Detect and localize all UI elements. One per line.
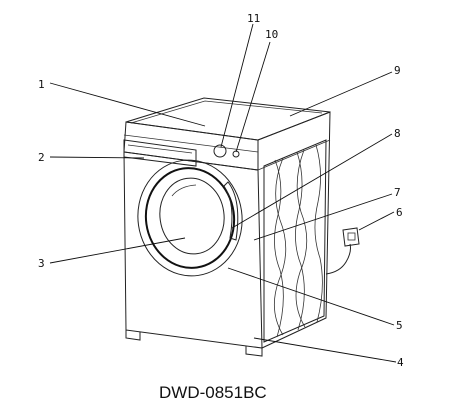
power-plug: [325, 227, 360, 275]
side-pattern: [263, 139, 327, 343]
door-handle: [223, 181, 239, 241]
door-gasket: [144, 167, 236, 269]
callout-9: 9: [394, 64, 401, 77]
callout-3: 3: [38, 257, 45, 270]
door: [137, 159, 243, 277]
leader-lines: [49, 23, 397, 363]
machine-body: [123, 97, 331, 357]
foot: [125, 330, 141, 341]
detergent-drawer: [123, 139, 197, 167]
callout-8: 8: [394, 127, 401, 140]
model-caption: DWD-0851BC: [159, 383, 267, 402]
program-knob: [213, 144, 227, 158]
front-panel: [123, 151, 263, 349]
callout-5: 5: [396, 319, 403, 332]
callout-labels: 1 2 3 4 5 6 7 8 9 10 11: [38, 12, 404, 369]
callout-6: 6: [396, 206, 403, 219]
callout-11: 11: [247, 12, 260, 25]
door-glass: [159, 177, 225, 255]
callout-10: 10: [265, 28, 278, 41]
door-outer-ring: [137, 159, 243, 277]
callout-4: 4: [397, 356, 404, 369]
callout-7: 7: [394, 186, 401, 199]
callout-1: 1: [38, 78, 45, 91]
callout-2: 2: [38, 151, 45, 164]
